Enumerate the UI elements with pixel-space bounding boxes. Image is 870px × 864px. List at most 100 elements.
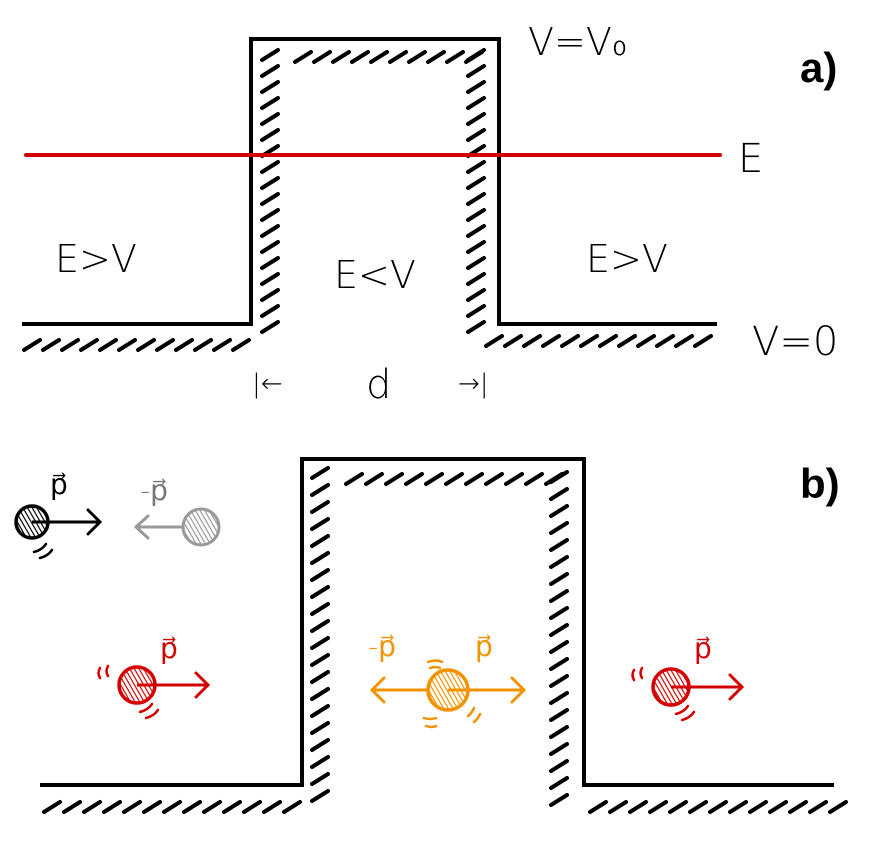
hatch-mark [407, 50, 427, 64]
hatch-mark [41, 338, 61, 352]
panel-b: b) p⃗ -p⃗ p⃗ [14, 457, 848, 814]
hatch-mark [693, 334, 713, 348]
motion-lines-icon [32, 542, 54, 560]
hatch-mark [636, 334, 656, 348]
hatch-mark [310, 619, 330, 633]
hatch-mark [426, 50, 446, 64]
hatch-mark [466, 256, 486, 270]
hatch-mark [617, 334, 637, 348]
motion-lines-icon [97, 664, 160, 720]
hatch-mark [466, 208, 486, 222]
hatch-mark [212, 338, 232, 352]
hatch-mark [674, 334, 694, 348]
barrier-a-hatching [22, 48, 713, 352]
right-region-label: E>V [586, 237, 668, 281]
hatch-mark [260, 224, 280, 238]
hatch-mark [310, 738, 330, 752]
barrier-height-label: V=V₀ [528, 20, 627, 64]
hatch-mark [310, 704, 330, 718]
hatch-mark [466, 304, 486, 318]
hatch-mark [310, 755, 330, 769]
hatch-mark [42, 800, 62, 814]
hatch-mark [655, 334, 675, 348]
hatch-mark [62, 800, 82, 814]
hatch-mark [22, 338, 42, 352]
reflected-particle: -p⃗ [133, 474, 221, 547]
hatch-mark [260, 80, 280, 94]
hatch-mark [808, 800, 828, 814]
hatch-mark [117, 338, 137, 352]
hatch-mark [504, 472, 524, 486]
hatch-mark [466, 112, 486, 126]
hatch-mark [310, 551, 330, 565]
inside-right-momentum-label: p⃗ [475, 630, 493, 663]
hatch-mark [231, 338, 251, 352]
panel-a: V=V₀ a) E V=0 E>V E<V E>V |← d →| [22, 20, 838, 408]
hatch-mark [466, 80, 486, 94]
hatch-mark [310, 653, 330, 667]
hatch-mark [242, 800, 262, 814]
hatch-mark [549, 725, 569, 739]
hatch-mark [549, 793, 569, 807]
hatch-mark [549, 742, 569, 756]
hatch-mark [522, 334, 542, 348]
hatch-mark [260, 48, 280, 62]
hatch-mark [549, 606, 569, 620]
hatch-mark [174, 338, 194, 352]
hatch-mark [60, 338, 80, 352]
hatch-mark [549, 555, 569, 569]
width-left-arrow: |← [252, 369, 283, 399]
hatch-mark [310, 772, 330, 786]
hatch-mark [668, 800, 688, 814]
motion-lines-icon [631, 666, 696, 722]
hatch-mark [549, 691, 569, 705]
hatch-mark [155, 338, 175, 352]
hatch-mark [79, 338, 99, 352]
hatch-mark [222, 800, 242, 814]
hatch-mark [202, 800, 222, 814]
arrow-head-icon [133, 514, 150, 540]
left-region-label: E>V [55, 237, 137, 281]
hatch-mark [310, 500, 330, 514]
hatch-mark [549, 521, 569, 535]
hatch-mark [503, 334, 523, 348]
hatch-mark [310, 483, 330, 497]
hatch-mark [588, 800, 608, 814]
hatch-mark [310, 721, 330, 735]
hatch-mark [445, 50, 465, 64]
hatch-mark [466, 288, 486, 302]
hatch-mark [466, 160, 486, 174]
hatch-mark [260, 288, 280, 302]
hatch-mark [549, 674, 569, 688]
hatch-mark [344, 472, 364, 486]
hatch-mark [350, 50, 370, 64]
hatch-mark [608, 800, 628, 814]
hatch-mark [628, 800, 648, 814]
hatch-mark [541, 334, 561, 348]
barrier-b-hatching [42, 466, 848, 814]
right-momentum-label: p⃗ [694, 632, 712, 665]
hatch-mark [549, 470, 569, 484]
hatch-mark [598, 334, 618, 348]
hatch-mark [260, 128, 280, 142]
arrow-head-right-icon [510, 676, 527, 704]
hatch-mark [260, 64, 280, 78]
hatch-mark [331, 50, 351, 64]
hatch-mark [464, 472, 484, 486]
reflected-momentum-label: -p⃗ [140, 474, 168, 507]
hatch-mark [369, 50, 389, 64]
hatch-mark [728, 800, 748, 814]
hatch-mark [579, 334, 599, 348]
hatch-mark [768, 800, 788, 814]
motion-lines-icon [422, 659, 482, 729]
left-particle: p⃗ [97, 632, 211, 720]
hatch-mark [262, 800, 282, 814]
hatch-mark [260, 208, 280, 222]
hatch-mark [260, 112, 280, 126]
transmitted-particle: p⃗ [631, 632, 745, 722]
hatch-mark [466, 224, 486, 238]
hatch-mark [560, 334, 580, 348]
hatch-mark [549, 538, 569, 552]
hatch-mark [424, 472, 444, 486]
panel-a-label: a) [800, 44, 837, 91]
